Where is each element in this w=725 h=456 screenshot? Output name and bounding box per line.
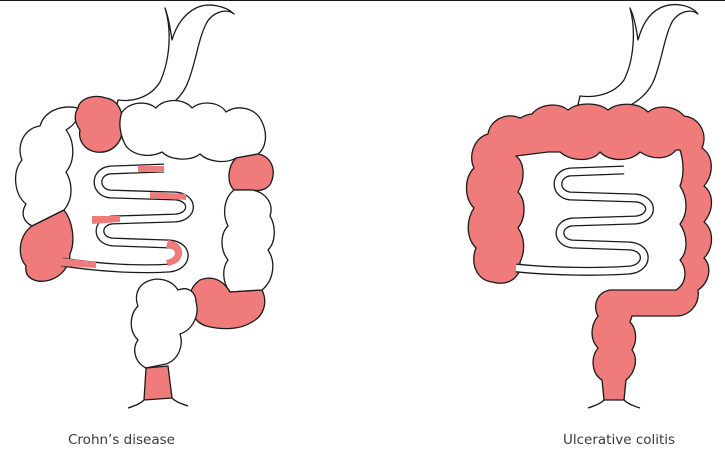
crohns-colon-transverse [120,101,266,162]
crohns-disease-caption: Crohn’s disease [68,432,175,448]
ulcerative-colitis-illustration [467,5,712,408]
ulcerative-colitis-caption: Ulcerative colitis [563,432,675,448]
crohns-small-intestine-inner [62,168,190,269]
uc-stomach [576,5,698,118]
crohns-inflamed-rectum [144,366,172,400]
crohns-inflamed-flexure [229,154,273,191]
crohns-colon-ascending [16,107,79,226]
uc-anus [588,400,640,408]
uc-small-intestine-inner [516,170,650,271]
crohns-colon-descending [222,190,274,292]
crohns-colon-sigmoid [131,279,197,368]
crohns-inflamed-transverse-left [75,96,122,152]
crohns-disease-illustration [16,5,275,408]
uc-inflamed-colon [467,104,712,400]
